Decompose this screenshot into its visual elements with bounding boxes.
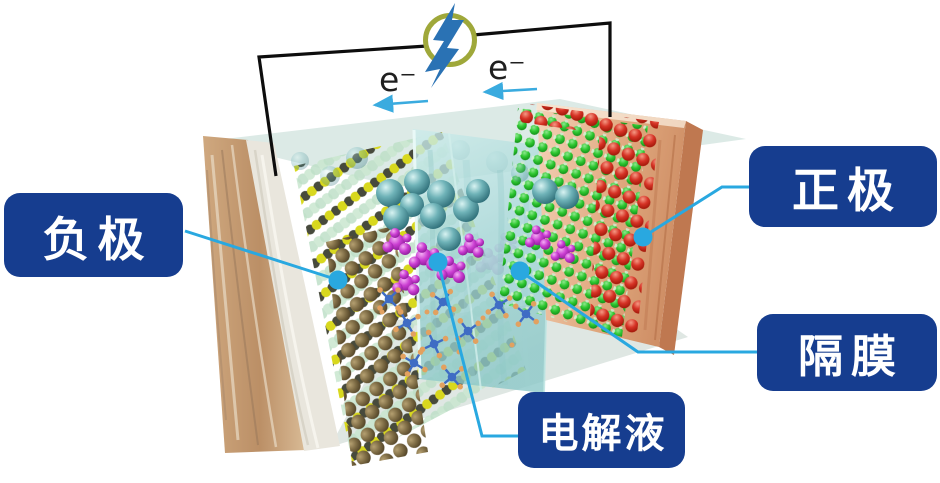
label-electrolyte-text: 电解液: [538, 412, 668, 456]
callout-lines: [184, 185, 757, 438]
electron-arrow-left: [372, 94, 429, 113]
circuit-wire-left: [257, 44, 428, 177]
anode-callout-line: [184, 229, 339, 282]
electrolyte-callout-line: [436, 261, 518, 438]
power-source-icon: [423, 3, 477, 88]
electron-label-right: e⁻: [488, 48, 526, 87]
label-cathode-text: 正极: [792, 164, 902, 217]
electron-label-left: e⁻: [379, 60, 417, 99]
separator-callout-line: [519, 269, 757, 354]
cathode-lattice: [499, 103, 659, 343]
cathode-callout-line: [642, 185, 749, 239]
label-cathode: 正极: [749, 146, 937, 227]
label-anode-text: 负极: [42, 212, 153, 266]
electrolyte-callout-dot: [428, 252, 448, 272]
label-separator: 隔膜: [757, 314, 937, 391]
anode-current-collector: [203, 136, 340, 453]
electron-arrow-right: [482, 81, 538, 101]
label-separator-text: 隔膜: [797, 331, 904, 382]
lightning-bolt-icon: [425, 3, 464, 88]
separator-callout-dot: [510, 261, 530, 281]
anode-callout-dot: [328, 270, 348, 290]
solvated-ion-spheres: [291, 147, 579, 251]
cathode-callout-dot: [633, 227, 653, 247]
circuit-wire-right: [472, 21, 612, 117]
electrolyte-anion-molecules: [376, 286, 541, 391]
label-anode: 负极: [4, 193, 183, 277]
label-electrolyte: 电解液: [518, 392, 685, 468]
